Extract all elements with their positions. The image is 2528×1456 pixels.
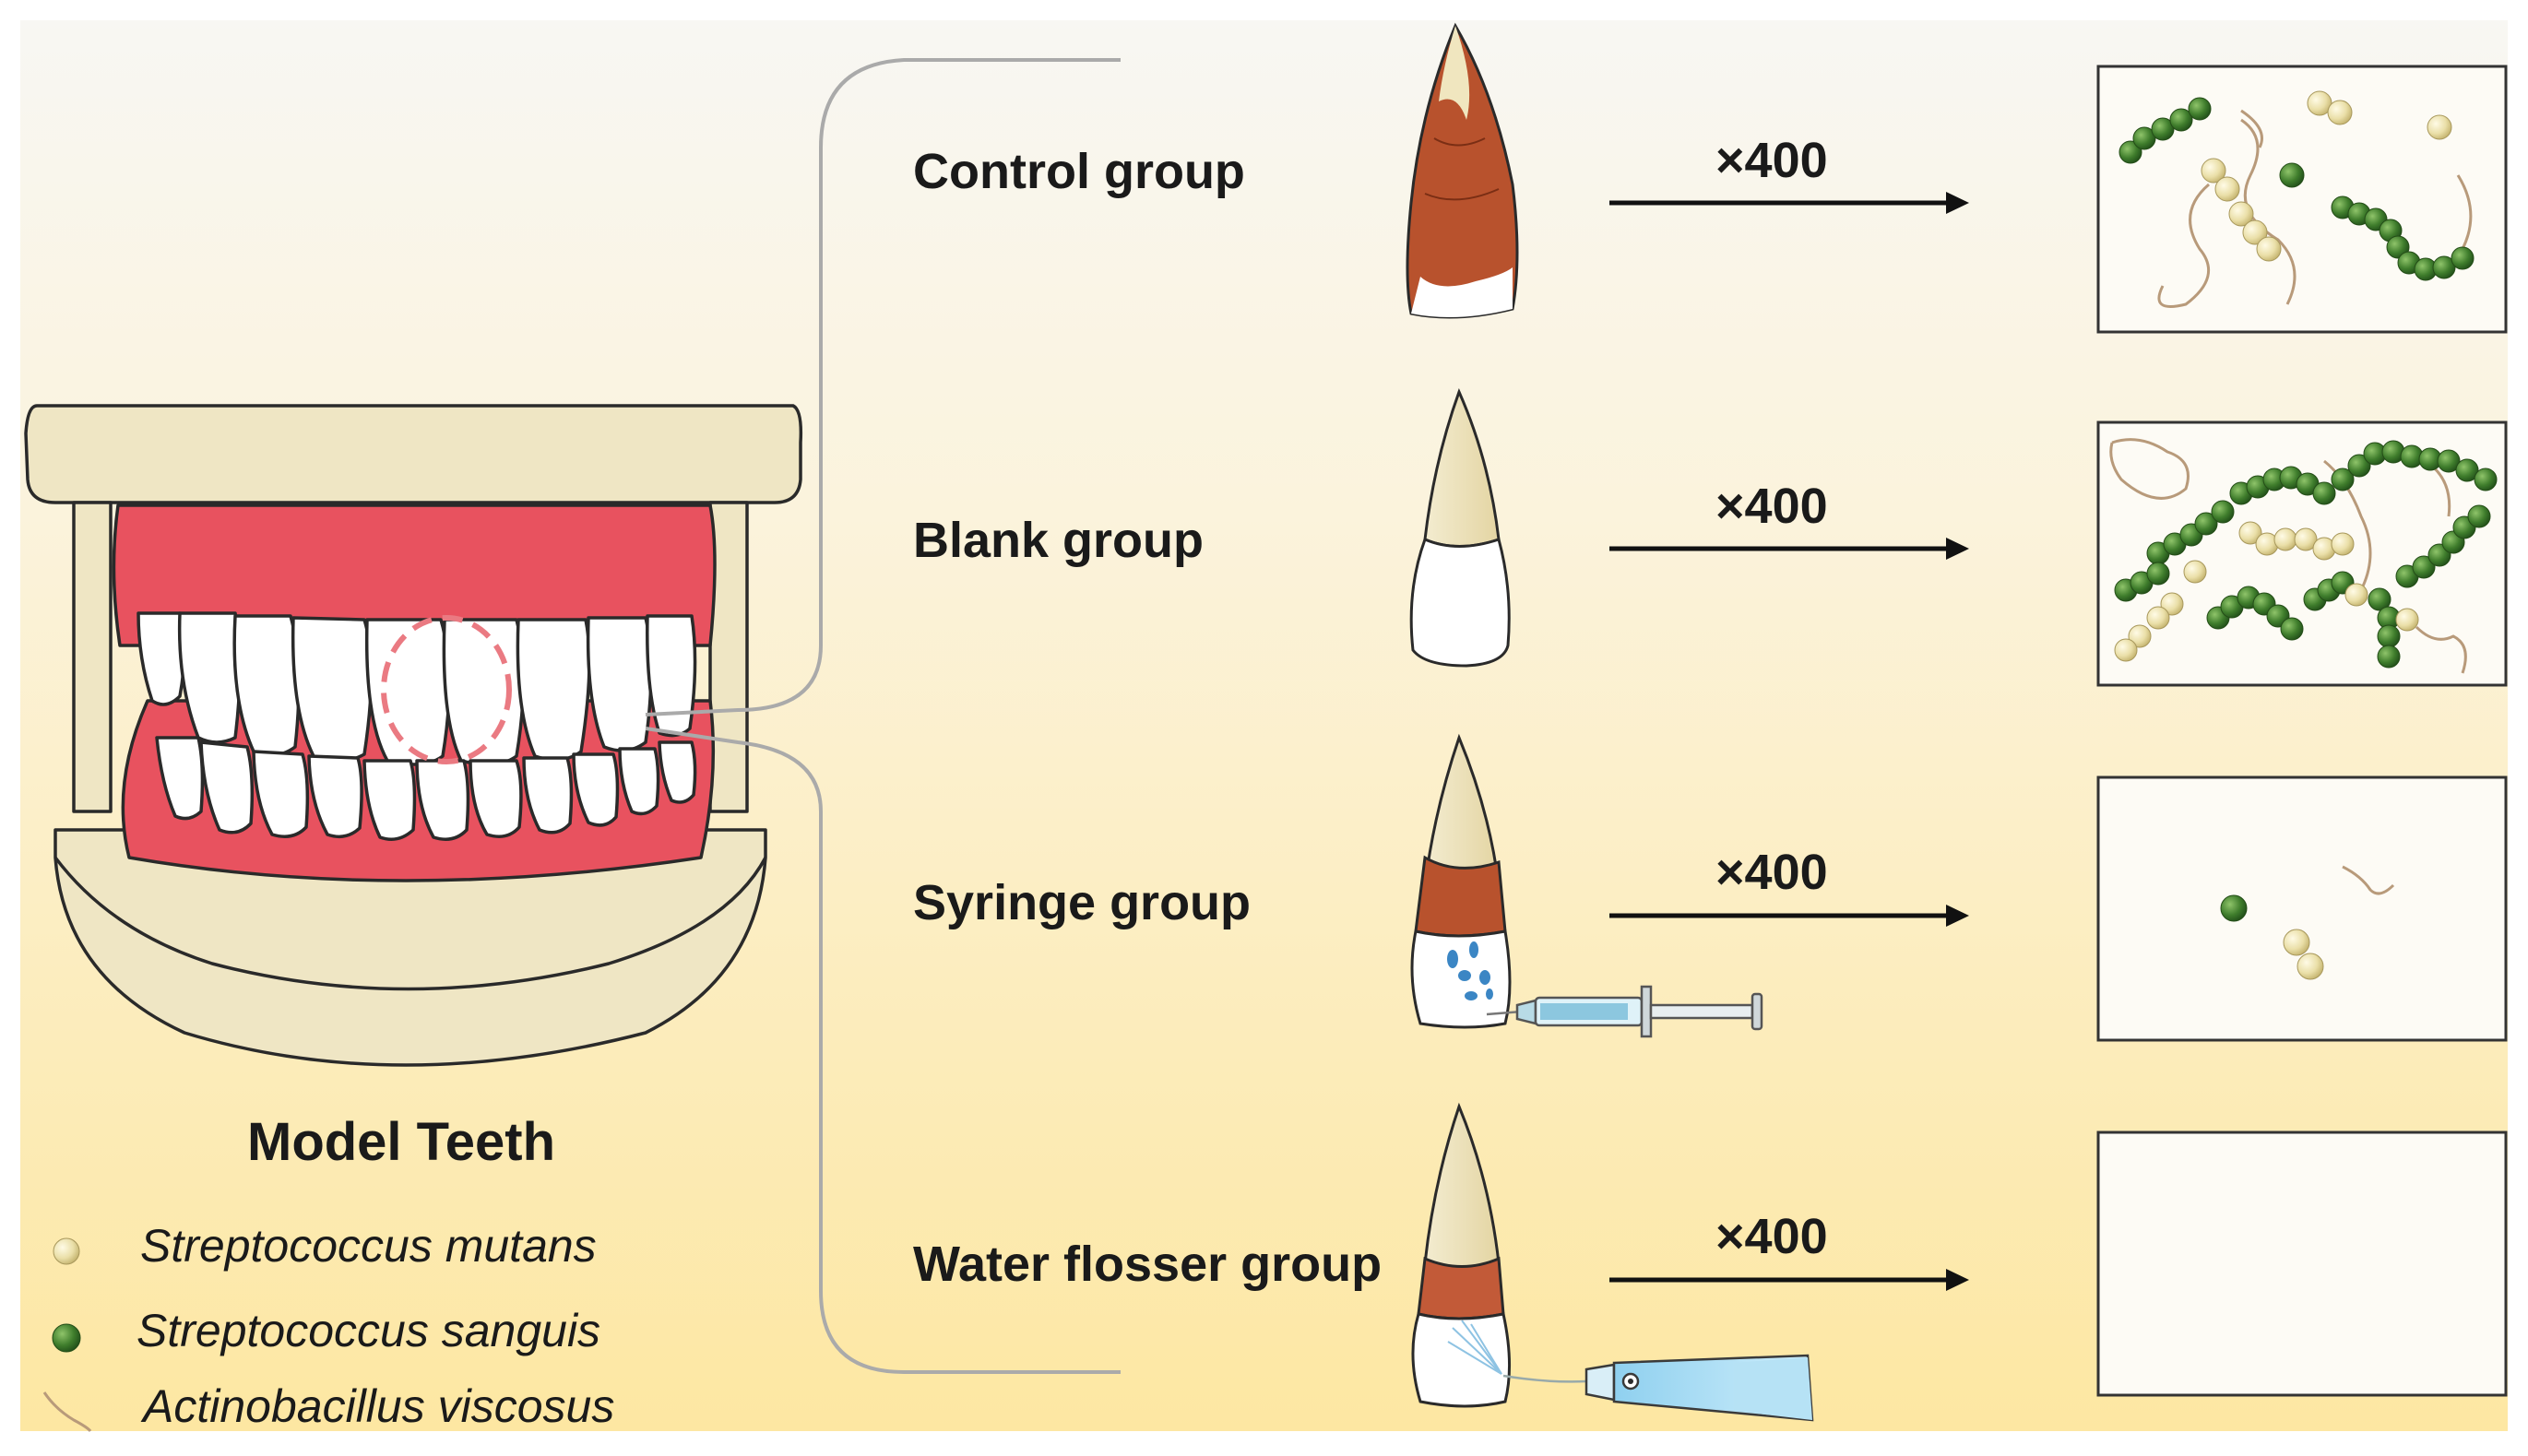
control-tooth — [1406, 22, 1519, 319]
highlight-circle — [381, 615, 512, 764]
panel-water-flosser — [2096, 1130, 2508, 1397]
legend-streptococcus-sanguis: Streptococcus sanguis — [136, 1305, 601, 1356]
page-title: Model Teeth — [247, 1112, 556, 1172]
green-coccus-icon — [52, 1323, 81, 1353]
magnification-syringe: ×400 — [1715, 845, 1828, 900]
rod-filament-icon — [42, 1391, 92, 1432]
group-label-blank: Blank group — [913, 513, 1205, 568]
water-flosser-icon — [1502, 1354, 1814, 1422]
syringe-icon — [1486, 985, 1763, 1038]
magnification-control: ×400 — [1715, 133, 1828, 188]
water-flosser-tooth — [1411, 1102, 1511, 1408]
bracket-connector — [645, 58, 1121, 1374]
magnification-blank: ×400 — [1715, 479, 1828, 534]
model-teeth-illustration — [24, 404, 803, 1067]
legend-actinobacillus-viscosus: Actinobacillus viscosus — [143, 1380, 615, 1432]
magnification-water-flosser: ×400 — [1715, 1209, 1828, 1264]
panel-syringe — [2096, 775, 2508, 1042]
syringe-tooth — [1410, 733, 1512, 1029]
legend-streptococcus-mutans: Streptococcus mutans — [140, 1220, 597, 1272]
blank-tooth — [1409, 387, 1511, 668]
yellow-coccus-icon — [53, 1237, 80, 1265]
group-label-control: Control group — [913, 144, 1245, 199]
arrows — [1609, 192, 1969, 1291]
group-label-water-flosser: Water flosser group — [913, 1237, 1383, 1292]
panel-control — [2096, 65, 2508, 334]
group-label-syringe: Syringe group — [913, 875, 1252, 930]
panel-blank — [2096, 420, 2508, 687]
